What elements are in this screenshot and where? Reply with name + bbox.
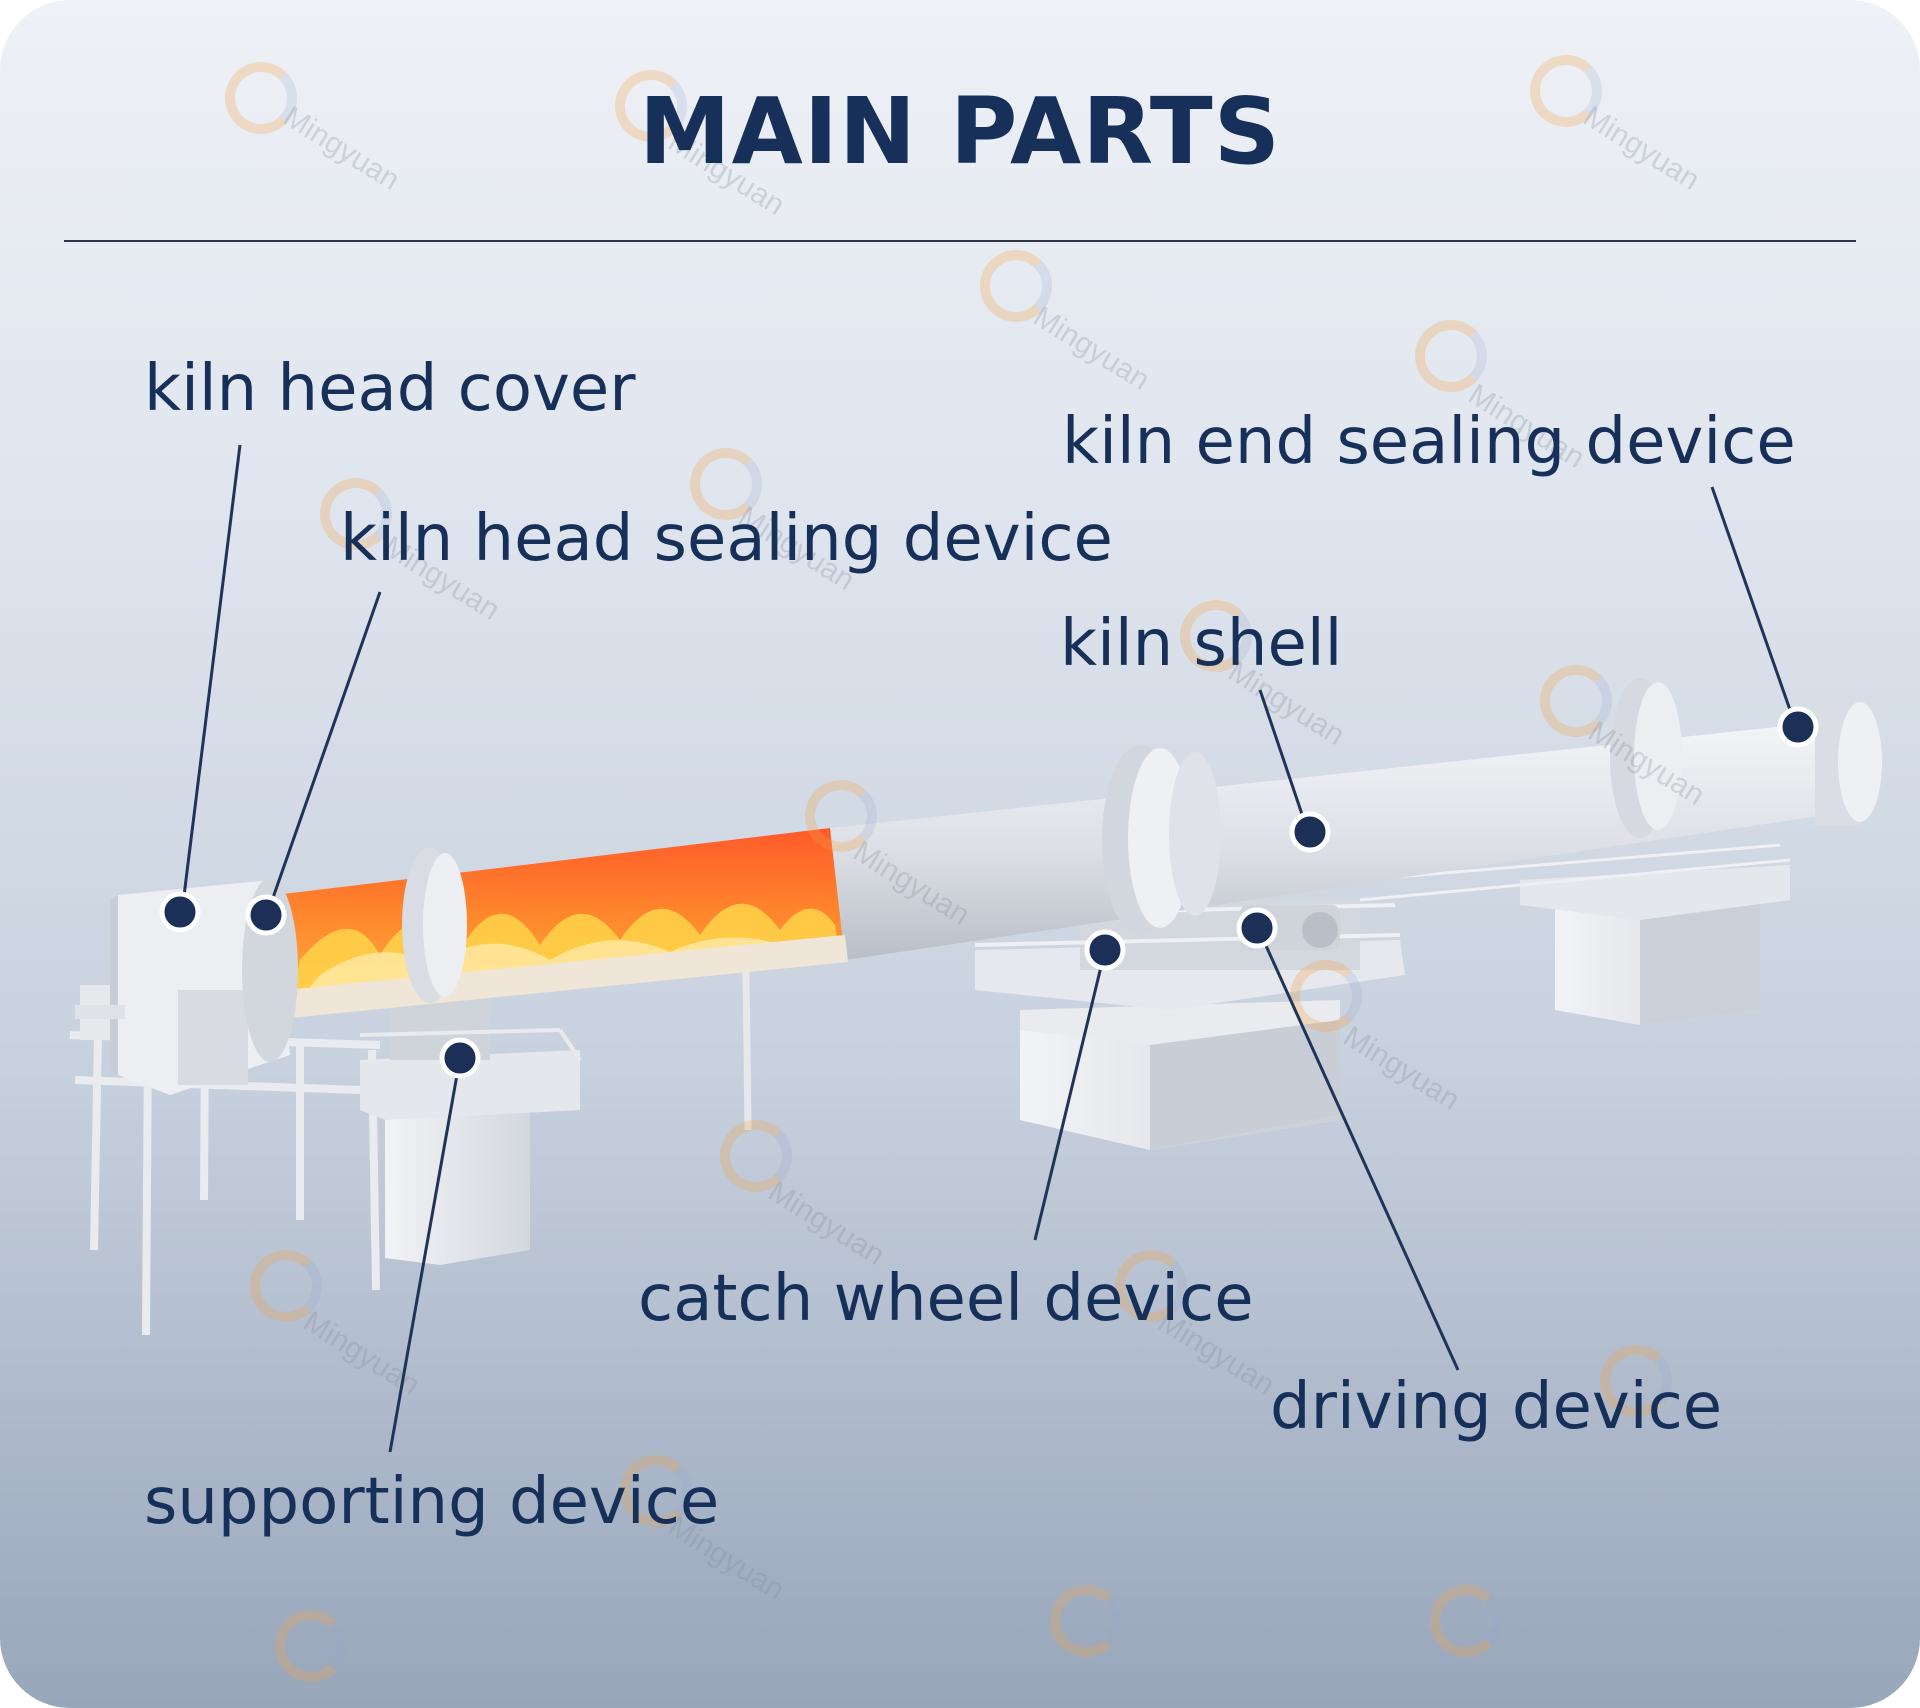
leader-line-kiln-shell bbox=[1258, 689, 1310, 833]
watermark-logo-icon bbox=[250, 1250, 322, 1322]
watermark-logo-icon bbox=[980, 250, 1052, 322]
label-kiln-head-sealing-device: kiln head sealing device bbox=[340, 502, 1113, 576]
title-divider bbox=[64, 240, 1856, 242]
page-title: MAIN PARTS bbox=[639, 78, 1281, 185]
watermark-logo-icon bbox=[1290, 960, 1362, 1032]
watermark-logo-icon bbox=[1600, 1345, 1672, 1417]
watermark-logo-icon bbox=[1180, 600, 1252, 672]
pier-1 bbox=[359, 1000, 582, 1265]
tyre-ring-2 bbox=[1102, 745, 1221, 935]
marker-kiln-head-cover bbox=[159, 891, 201, 933]
marker-catch-wheel bbox=[1084, 929, 1126, 971]
watermark-logo-icon bbox=[720, 1120, 792, 1192]
tyre-ring-1 bbox=[402, 847, 467, 1003]
leader-line-kiln-head-cover bbox=[180, 444, 242, 913]
watermark-logo-icon bbox=[320, 478, 392, 550]
leader-line-driving-device bbox=[1256, 927, 1460, 1371]
pier-3 bbox=[1359, 843, 1791, 1025]
watermark-logo-icon bbox=[1430, 1585, 1502, 1657]
watermark-logo-icon bbox=[1115, 1250, 1187, 1322]
label-catch-wheel-device: catch wheel device bbox=[638, 1262, 1254, 1336]
watermark-logo-icon bbox=[690, 448, 762, 520]
kiln-end bbox=[1815, 702, 1882, 825]
label-kiln-end-sealing-device: kiln end sealing device bbox=[1062, 405, 1796, 479]
marker-supporting-device bbox=[439, 1037, 481, 1079]
watermark-logo-icon bbox=[1530, 55, 1602, 127]
pier-2 bbox=[974, 900, 1405, 1150]
watermark-logo-icon bbox=[225, 62, 297, 134]
label-kiln-shell: kiln shell bbox=[1060, 607, 1343, 681]
watermark-logo-icon bbox=[275, 1610, 347, 1682]
support-pipe bbox=[742, 969, 752, 1131]
tyre-ring-3 bbox=[1610, 678, 1682, 838]
marker-kiln-head-sealing bbox=[245, 894, 287, 936]
watermark-logo-icon bbox=[1050, 1585, 1122, 1657]
leader-line-kiln-head-sealing bbox=[266, 591, 382, 913]
watermark-logo-icon bbox=[1540, 665, 1612, 737]
marker-kiln-end-sealing bbox=[1777, 706, 1819, 748]
marker-driving-device bbox=[1236, 907, 1278, 949]
watermark-logo-icon bbox=[620, 1455, 692, 1527]
label-kiln-head-cover: kiln head cover bbox=[144, 352, 636, 426]
label-driving-device: driving device bbox=[1270, 1370, 1723, 1444]
watermark-logo-icon bbox=[615, 70, 687, 142]
marker-kiln-shell bbox=[1289, 811, 1331, 853]
label-supporting-device: supporting device bbox=[144, 1465, 720, 1539]
watermark-logo-icon bbox=[1415, 320, 1487, 392]
leader-line-supporting-device bbox=[388, 1057, 462, 1453]
leader-line-kiln-end-sealing bbox=[1710, 486, 1798, 728]
kiln-shell-body bbox=[830, 718, 1860, 960]
leader-line-catch-wheel bbox=[1033, 949, 1107, 1241]
watermark-logo-icon bbox=[805, 780, 877, 852]
